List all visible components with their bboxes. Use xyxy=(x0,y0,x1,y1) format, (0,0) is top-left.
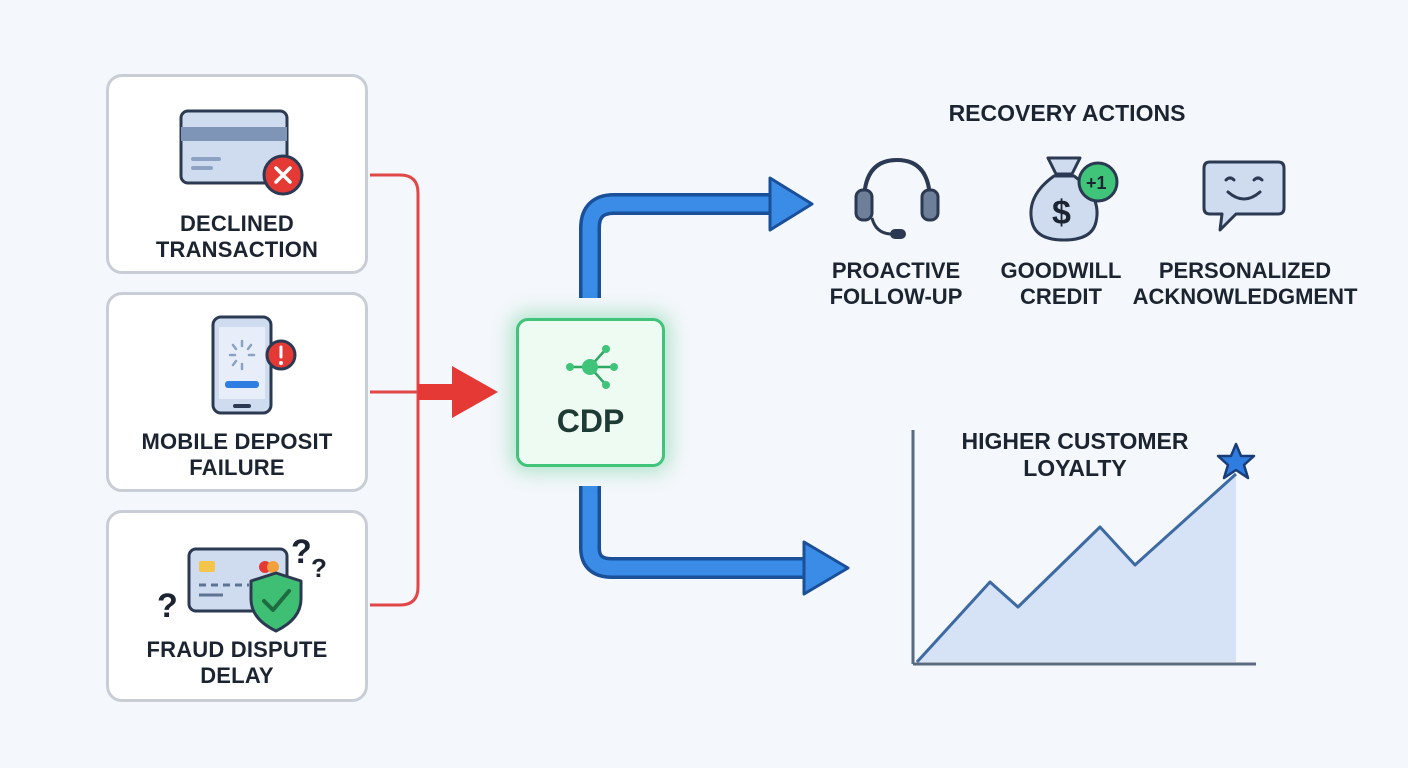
red-arrow xyxy=(418,366,498,418)
outcome-title: HIGHER CUSTOMER LOYALTY xyxy=(940,428,1210,482)
card-fraud-dispute: ? ? ? FRAUD DISPUTE DELAY xyxy=(106,510,368,702)
mobile-deposit-icon xyxy=(211,315,297,415)
svg-text:?: ? xyxy=(311,553,327,583)
cdp-hub: CDP xyxy=(516,318,665,467)
svg-text:$: $ xyxy=(1052,194,1071,232)
goodwill-badge: +1 xyxy=(1086,173,1107,193)
loyalty-chart xyxy=(911,430,1256,666)
cdp-label: CDP xyxy=(556,403,625,439)
svg-text:?: ? xyxy=(291,533,312,571)
card-fraud-label: FRAUD DISPUTE DELAY xyxy=(109,637,365,689)
outcome-line2: LOYALTY xyxy=(1023,455,1127,481)
card-mobile-line1: MOBILE DEPOSIT xyxy=(141,429,333,454)
card-declined-line1: DECLINED xyxy=(179,211,295,236)
action-proactive-followup: PROACTIVE FOLLOW-UP xyxy=(812,258,980,310)
star-icon xyxy=(1216,442,1256,480)
declined-card-icon xyxy=(179,109,304,196)
action-goodwill-line1: GOODWILL xyxy=(1000,258,1122,283)
outcome-line1: HIGHER CUSTOMER xyxy=(961,428,1189,454)
headset-icon xyxy=(854,157,940,239)
action-proactive-line1: PROACTIVE xyxy=(831,258,961,283)
card-mobile-line2: FAILURE xyxy=(189,455,285,480)
action-personalized-ack: PERSONALIZED ACKNOWLEDGMENT xyxy=(1128,258,1362,310)
card-declined-line2: TRANSACTION xyxy=(155,237,319,262)
card-mobile-deposit: MOBILE DEPOSIT FAILURE xyxy=(106,292,368,492)
smile-chat-icon xyxy=(1202,160,1286,232)
svg-text:?: ? xyxy=(157,587,178,625)
action-personalized-line1: PERSONALIZED xyxy=(1158,258,1332,283)
money-bag-icon: $ +1 xyxy=(1029,156,1119,242)
fraud-shield-icon: ? ? ? xyxy=(157,533,327,633)
action-goodwill-credit: GOODWILL CREDIT xyxy=(990,258,1132,310)
card-declined-transaction: DECLINED TRANSACTION xyxy=(106,74,368,274)
network-hub-icon xyxy=(566,345,618,389)
loyalty-chart-line xyxy=(915,472,1238,664)
blue-arrow-up xyxy=(579,176,814,298)
card-fraud-line1: FRAUD DISPUTE xyxy=(146,637,328,662)
card-declined-label: DECLINED TRANSACTION xyxy=(109,211,365,263)
loyalty-chart-area xyxy=(917,474,1236,662)
card-mobile-label: MOBILE DEPOSIT FAILURE xyxy=(109,429,365,481)
card-fraud-line2: DELAY xyxy=(200,663,274,688)
blue-arrow-down xyxy=(579,486,850,596)
red-connector xyxy=(370,173,420,607)
recovery-actions-title: RECOVERY ACTIONS xyxy=(948,100,1186,126)
action-goodwill-line2: CREDIT xyxy=(1020,284,1102,309)
action-personalized-line2: ACKNOWLEDGMENT xyxy=(1132,284,1358,309)
action-proactive-line2: FOLLOW-UP xyxy=(829,284,963,309)
